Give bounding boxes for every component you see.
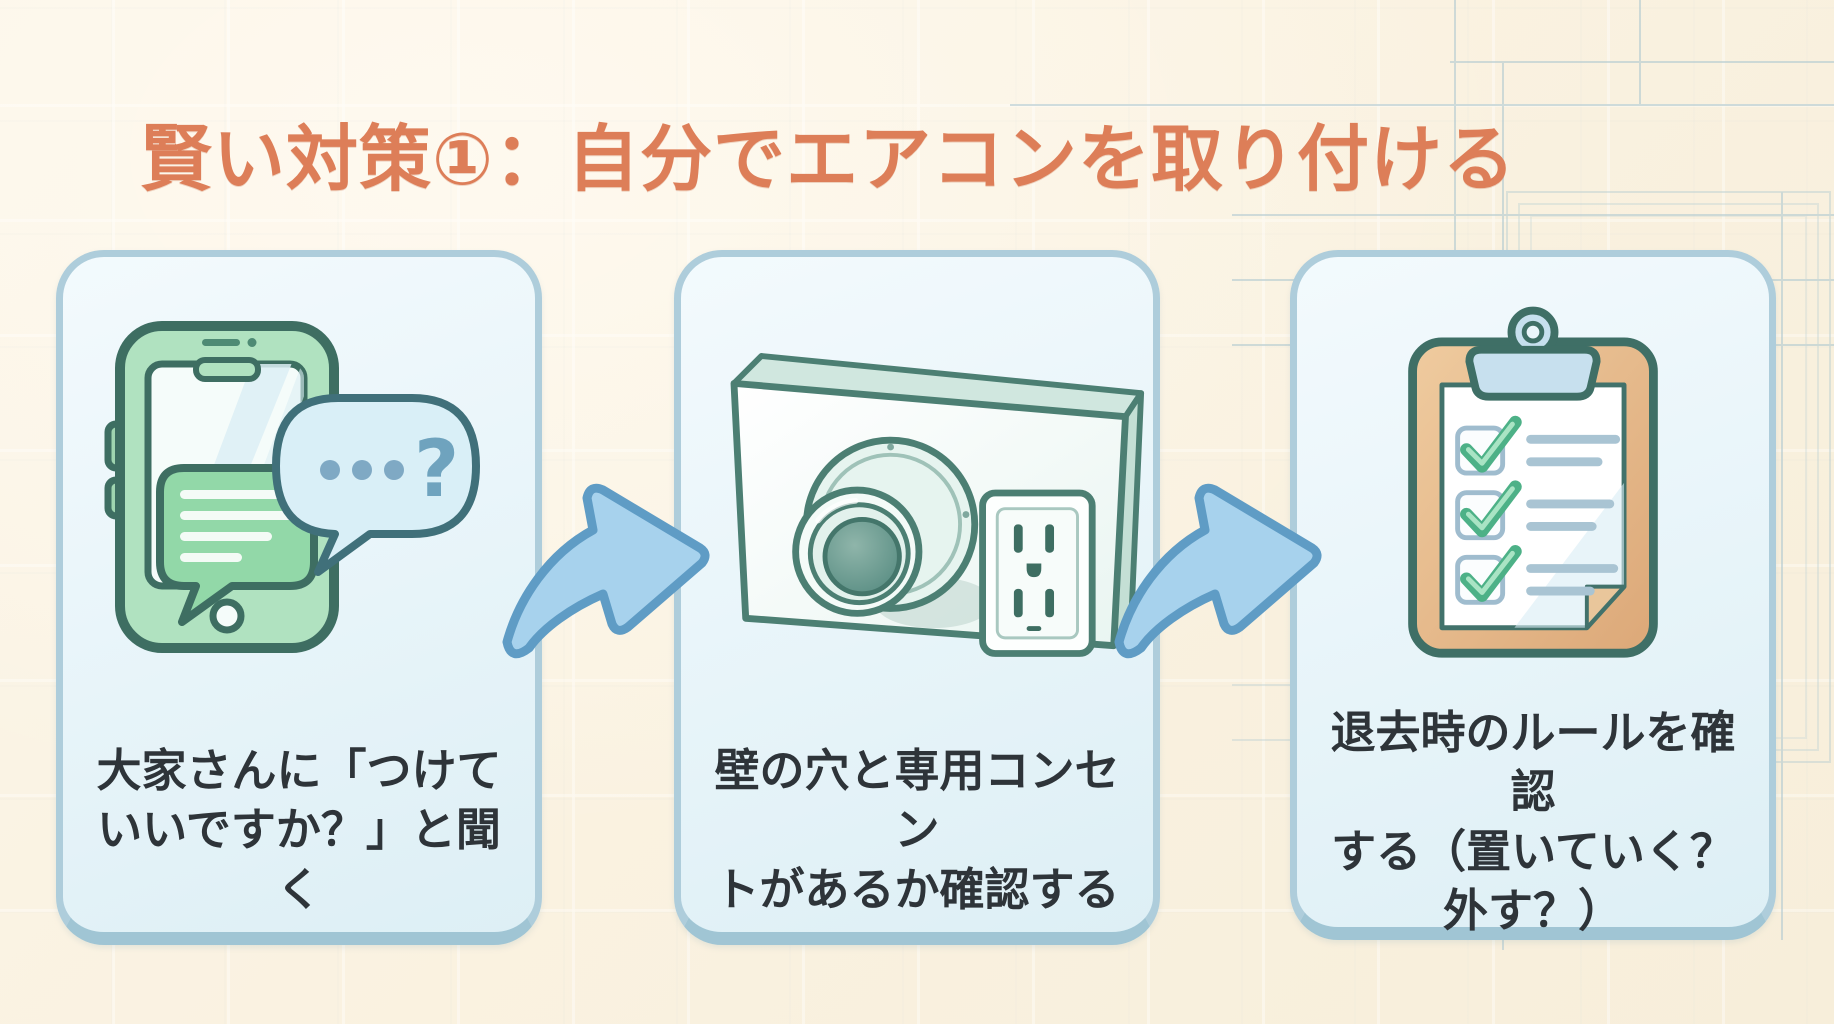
outlet-sockets (1013, 524, 1055, 631)
typing-dots (320, 460, 404, 480)
step-card-ask-landlord: ? 大家さんに「つけて いいですか？」と聞く (56, 250, 542, 945)
step2-icon-wrap (681, 291, 1153, 695)
question-mark-glyph: ? (414, 425, 459, 515)
wall-hole-outlet-icon (730, 353, 1145, 657)
curved-arrow-icon (502, 483, 710, 659)
step3-icon-wrap (1297, 291, 1769, 663)
step2-label: 壁の穴と専用コンセン トがあるか確認する (714, 744, 1120, 916)
checklist-rows (1455, 415, 1621, 605)
step1-icon-wrap: ? (63, 291, 535, 695)
step-card-checkout-rules: 退去時のルールを確認 する（置いていく？ 外す？） (1290, 250, 1776, 940)
page-title: 賢い対策①：自分でエアコンを取り付ける (140, 117, 1516, 202)
step-card-check-wall: 壁の穴と専用コンセン トがあるか確認する (674, 250, 1160, 945)
curved-arrow-icon (1114, 483, 1322, 659)
step3-label: 退去時のルールを確認 する（置いていく？ 外す？） (1330, 706, 1736, 938)
phone-chat-icon: ? (104, 321, 480, 653)
step1-label: 大家さんに「つけて いいですか？」と聞く (96, 744, 502, 916)
clipboard-checklist-icon (1408, 306, 1658, 658)
